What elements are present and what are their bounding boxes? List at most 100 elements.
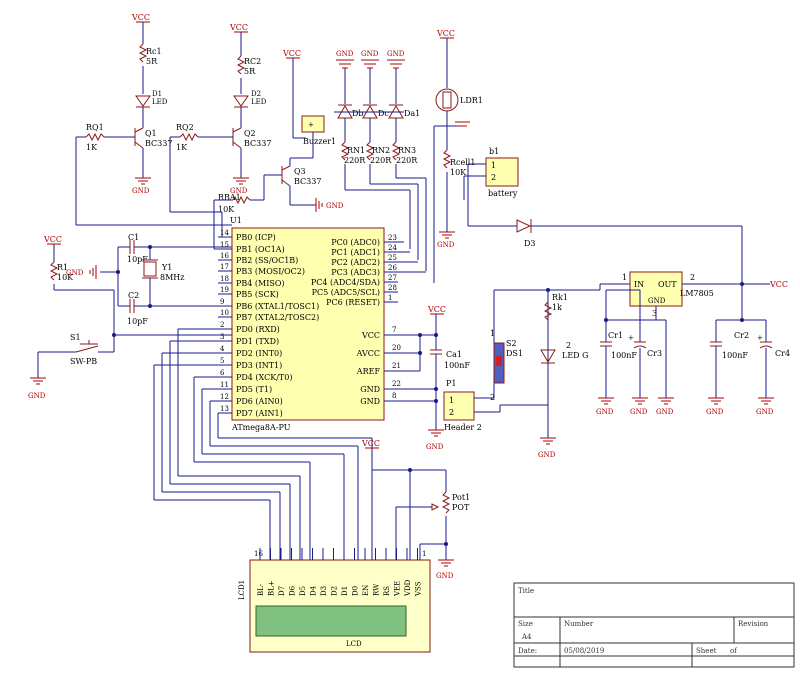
mcu-part: ATmega8A-PU [231,423,291,432]
mcu-pin-number: 3 [220,333,224,341]
reg-out-label: OUT [658,280,677,289]
lcd-label: LCD [346,640,362,648]
lcd-pin-name: D5 [299,586,307,596]
ca1-ref: Ca1 [446,350,462,359]
lcd-first-pin: 16 [254,550,263,558]
lcd-pin: BL+ [268,548,276,596]
size-value: A4 [521,633,532,641]
mcu-pin-name: PB4 (MISO) [236,279,285,288]
q1-value: BC337 [145,139,172,148]
y1-value: 8MHz [160,273,184,282]
gnd-label: GND [336,50,354,58]
d3-ref: D3 [524,239,536,248]
size-label: Size [518,620,533,628]
gnd-label: GND [230,187,248,195]
lcd-pin: BL- [257,548,265,596]
mcu-pin-number: 16 [220,252,229,260]
rc2-value: 5R [244,67,256,76]
lcd-pin-name: BL- [257,583,265,596]
c2-ref: C2 [128,291,139,300]
gnd-label: GND [361,50,379,58]
mcu-pin-name: PC6 (RESET) [326,298,380,307]
pot-ref: Pot1 [452,493,470,502]
mcu-pin-number: 25 [388,254,397,262]
gnd-label: GND [630,408,648,416]
sheet-label: Sheet [696,647,717,655]
rq2-ref: RQ2 [176,123,194,132]
q2-ref: Q2 [244,129,256,138]
date-label: Date: [518,647,537,655]
date-value: 05/08/2019 [564,647,604,655]
mcu-pin-number: 13 [220,405,229,413]
cr2-value: 100nF [722,351,748,360]
mcu-pin-number: 8 [392,392,396,400]
mcu-pin-name: AREF [356,367,381,376]
vcc-label: VCC [229,23,248,32]
battery-connector [485,157,519,187]
c1-ref: C1 [128,233,139,242]
c2-value: 10pF [127,317,148,326]
d1-ref: D1 [152,90,162,98]
title-label: Title [518,587,534,595]
cr1-value: 100nF [611,351,637,360]
d1-value: LED [152,98,168,106]
pin-number: 3 [652,309,657,318]
mcu-pin-name: PC2 (ADC2) [331,258,380,267]
battery-input: b1 1 2 battery D3 [463,147,743,284]
lcd-pin-name: BL+ [268,580,276,596]
mcu-pin-number: 23 [388,234,397,242]
gnd-label: GND [706,408,724,416]
gnd-label: GND [436,572,454,580]
b1-ref: b1 [489,147,499,156]
lcd-pin: D3 [320,548,328,596]
ldr-ref: LDR1 [460,96,483,105]
vcc-label: VCC [769,280,788,289]
regulator-body [629,271,683,307]
svg-text:+: + [628,334,634,342]
lcd-pin: VEE [394,548,402,597]
lcd-pin: D0 [352,548,360,596]
mcu-pin-number: 18 [220,275,229,283]
dc-ref: Dc [378,109,389,118]
rn2-ref: RN2 [372,146,390,155]
pd-bus [153,328,373,560]
b1-value: battery [488,189,518,198]
mcu-pin-name: PD5 (T1) [236,385,272,394]
mcu-pin-name: PB7 (XTAL2/TOSC2) [236,313,319,322]
rba1-ref: RBA1 [218,193,241,202]
lcd-pin-name: VSS [415,581,423,597]
mcu-pin-number: 12 [220,393,229,401]
q3-value: BC337 [294,177,321,186]
mcu-pin-name: PD6 (AIN0) [236,397,283,406]
lcd-last-pin: 1 [422,550,426,558]
mcu-pin-name: PC5 (ADC5/SCL) [312,288,380,297]
vcc-label: VCC [361,439,380,448]
lcd-pin: D7 [278,548,286,596]
led-driver-1: VCC Rc1 5R D1 LED Q1 BC337 GND RQ1 1K [75,13,232,226]
cr2-ref: Cr2 [734,331,749,340]
p1-value: Header 2 [444,423,482,432]
reg-in-label: IN [634,280,644,289]
gnd-label: GND [426,443,444,451]
lcd-pin: D4 [310,548,318,596]
lcd-pin: EN [362,548,370,596]
svg-text:1: 1 [490,329,495,338]
mcu-pin-number: 2 [220,321,224,329]
lcd-ref: LCD1 [238,580,246,600]
d2-value: LED [251,98,267,106]
db-ref: Db [352,109,364,118]
rcell-ref: Rcell1 [450,158,475,167]
pin-number: 1 [449,396,454,405]
mcu-pin-number: 21 [392,362,401,370]
mcu-pin-name: PB6 (XTAL1/TOSC1) [236,302,319,311]
rq1-value: 1K [86,143,98,152]
